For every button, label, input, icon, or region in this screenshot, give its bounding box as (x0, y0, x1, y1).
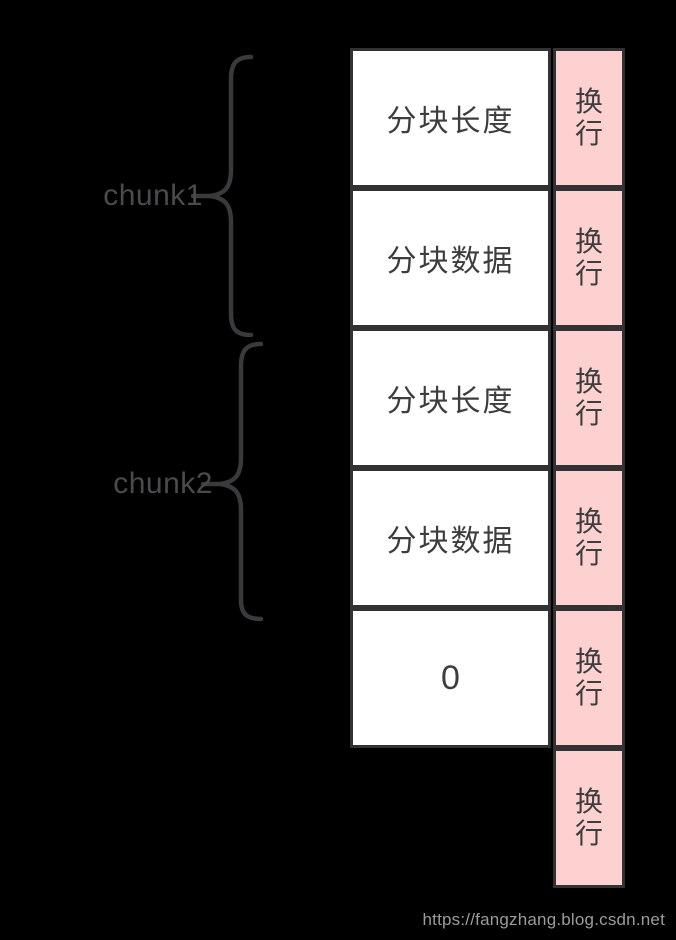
chunk2-data-cell: 分块数据 (350, 468, 551, 608)
crlf-cell: 换行 (553, 328, 625, 468)
cell-text: 分块数据 (386, 245, 515, 278)
cell-text: 换行 (574, 365, 603, 429)
cell-text: 换行 (574, 505, 603, 569)
crlf-cell: 换行 (553, 188, 625, 328)
cell-text: 0 (441, 658, 460, 697)
chunk1-label: chunk1 (103, 179, 203, 212)
chunk1-length-cell: 分块长度 (350, 48, 551, 188)
chunk2-label: chunk2 (113, 467, 213, 500)
cell-text: 分块长度 (386, 385, 515, 418)
crlf-cell: 换行 (553, 48, 625, 188)
crlf-cell: 换行 (553, 748, 625, 888)
crlf-cell: 换行 (553, 608, 625, 748)
cell-text: 分块数据 (386, 525, 515, 558)
chunk1-brace (190, 54, 254, 338)
cell-text: 换行 (574, 225, 603, 289)
chunk1-data-cell: 分块数据 (350, 188, 551, 328)
terminator-zero-cell: 0 (350, 608, 551, 748)
cell-text: 换行 (574, 85, 603, 149)
chunk2-brace (200, 341, 264, 622)
chunk-body-column: 分块长度 分块数据 分块长度 分块数据 0 (350, 48, 551, 748)
cell-text: 分块长度 (386, 105, 515, 138)
crlf-cell: 换行 (553, 468, 625, 608)
cell-text: 换行 (574, 785, 603, 849)
chunk2-length-cell: 分块长度 (350, 328, 551, 468)
crlf-column: 换行 换行 换行 换行 换行 换行 (553, 48, 625, 888)
cell-text: 换行 (574, 645, 603, 709)
watermark-url: https://fangzhang.blog.csdn.net (422, 910, 665, 929)
